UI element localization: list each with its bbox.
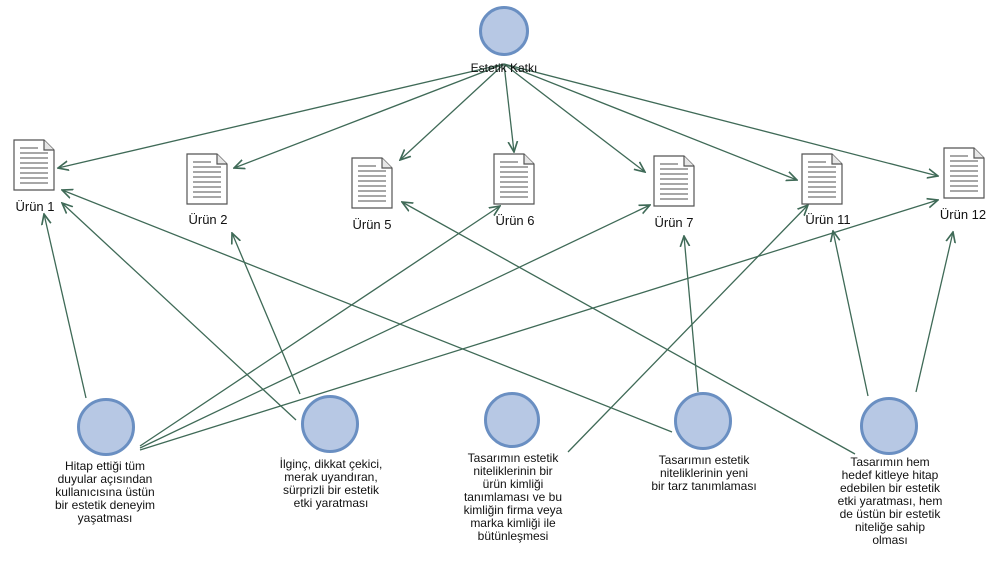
edge-c2-to-p2: [232, 233, 301, 395]
criterion-node-circle-c2[interactable]: [301, 395, 359, 453]
edge-c5-to-p5: [402, 202, 856, 455]
product-label-p7: Ürün 7: [654, 215, 694, 230]
product-label-p6: Ürün 6: [495, 213, 535, 228]
criterion-label-c4: Tasarımın estetik niteliklerinin yeni bi…: [651, 453, 757, 493]
edge-c2-to-p1: [62, 203, 297, 421]
product-document-icon[interactable]: [492, 152, 536, 206]
criterion-node-circle-c4[interactable]: [674, 392, 732, 450]
product-label-p1: Ürün 1: [15, 199, 55, 214]
root-node-label: Estetik Katkı: [470, 61, 538, 75]
edge-c5-to-p11: [833, 231, 869, 397]
product-label-p2: Ürün 2: [188, 212, 228, 227]
product-document-icon[interactable]: [652, 154, 696, 208]
root-node-circle[interactable]: [479, 6, 529, 56]
edge-root-to-p7: [503, 63, 645, 172]
criterion-label-c2: İlginç, dikkat çekici, merak uyandıran, …: [279, 457, 383, 510]
product-document-icon[interactable]: [185, 152, 229, 206]
product-document-icon[interactable]: [350, 156, 394, 210]
edge-root-to-p5: [400, 63, 505, 160]
edge-c3-to-p11: [567, 205, 808, 453]
edge-c4-to-p7: [684, 236, 699, 393]
edge-c1-to-p12: [139, 200, 938, 451]
product-label-p12: Ürün 12: [939, 207, 987, 222]
edges-group: [44, 63, 953, 455]
edge-root-to-p6: [503, 63, 514, 152]
edge-root-to-p1: [58, 63, 505, 168]
criterion-node-circle-c5[interactable]: [860, 397, 918, 455]
product-document-icon[interactable]: [800, 152, 844, 206]
edge-c4-to-p1: [62, 190, 673, 433]
edge-c1-to-p1: [44, 214, 87, 399]
product-document-icon[interactable]: [12, 138, 56, 192]
criterion-node-circle-c3[interactable]: [484, 392, 540, 448]
criterion-label-c5: Tasarımın hem hedef kitleye hitap edebil…: [837, 455, 943, 547]
edge-root-to-p11: [503, 63, 797, 180]
product-label-p5: Ürün 5: [352, 217, 392, 232]
criterion-label-c1: Hitap ettiği tüm duyular açısından kulla…: [54, 459, 156, 525]
edge-c5-to-p12: [915, 232, 953, 393]
edge-root-to-p12: [503, 63, 938, 176]
edge-c1-to-p6: [139, 206, 500, 447]
product-label-p11: Ürün 11: [805, 212, 851, 227]
criterion-node-circle-c1[interactable]: [77, 398, 135, 456]
criterion-label-c3: Tasarımın estetik niteliklerinin bir ürü…: [463, 451, 563, 543]
edge-c1-to-p7: [139, 205, 650, 449]
edge-root-to-p2: [234, 63, 505, 168]
product-document-icon[interactable]: [942, 146, 986, 200]
